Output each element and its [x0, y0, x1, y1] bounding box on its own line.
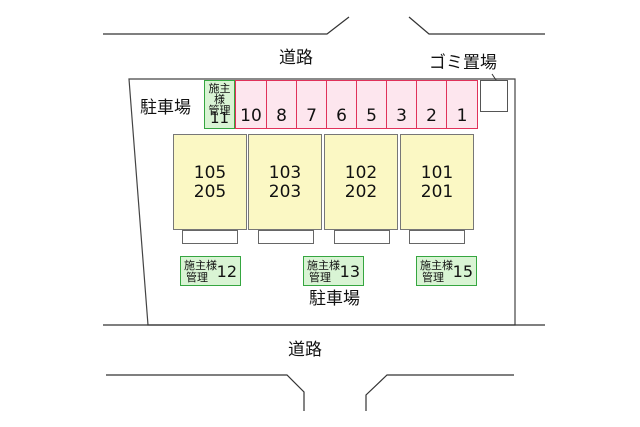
garbage-area — [480, 80, 508, 112]
parking-label-left: 駐車場 — [140, 98, 191, 118]
bottom-road-edge-right — [365, 374, 514, 411]
parking-slot-number: 8 — [276, 106, 287, 126]
parking-slot-number: 1 — [456, 106, 468, 126]
parking-slot: 8 — [266, 80, 297, 129]
owner-managed-lot-13: 施主様 管理 13 — [303, 256, 364, 286]
unit-room-upper: 102 — [344, 163, 378, 183]
parking-slot: 6 — [326, 80, 357, 129]
owner-lot-line1: 施主様 — [307, 259, 340, 272]
unit-room-lower: 201 — [420, 182, 454, 202]
owner-lot-number: 15 — [452, 262, 473, 281]
top-road-edge-left — [103, 16, 350, 35]
owner-lot-line2: 管理 — [422, 271, 444, 284]
top-road-edge-right — [408, 16, 545, 35]
unit-room-lower: 202 — [344, 182, 378, 202]
owner-lot-number: 12 — [216, 262, 237, 281]
parking-slot: 3 — [386, 80, 417, 129]
parking-label-bottom: 駐車場 — [309, 289, 360, 309]
parking-slot: 1 — [446, 80, 478, 129]
parking-slot: 7 — [296, 80, 327, 129]
parking-slot-number: 3 — [396, 106, 407, 126]
parking-slot-number: 2 — [426, 106, 437, 126]
building-unit: 101 201 — [400, 134, 474, 230]
parking-slot-number: 5 — [366, 106, 377, 126]
owner-lot-number: 13 — [339, 262, 360, 281]
building-unit: 105 205 — [173, 134, 247, 230]
owner-slot-line2: 様 — [214, 93, 225, 106]
unit-room-upper: 101 — [420, 163, 454, 183]
bottom-road-edge-left — [106, 374, 305, 411]
owner-lot-line2: 管理 — [186, 271, 208, 284]
top-road-label: 道路 — [279, 48, 313, 68]
bottom-road-label: 道路 — [288, 340, 322, 360]
parking-slot-number: 7 — [306, 106, 317, 126]
building-unit: 103 203 — [248, 134, 322, 230]
owner-managed-slot-11: 施主 様 管理 11 — [204, 80, 235, 129]
unit-room-upper: 103 — [268, 163, 302, 183]
unit-room-lower: 203 — [268, 182, 302, 202]
unit-porch — [334, 230, 390, 244]
owner-managed-lot-12: 施主様 管理 12 — [180, 256, 241, 286]
parking-slot: 2 — [416, 80, 447, 129]
owner-slot-number: 11 — [209, 109, 230, 127]
owner-slot-line3: 管理 — [208, 104, 231, 117]
owner-lot-line1: 施主様 — [184, 259, 217, 272]
unit-room-lower: 205 — [193, 182, 227, 202]
parking-slot: 5 — [356, 80, 387, 129]
unit-porch — [409, 230, 465, 244]
owner-slot-line1: 施主 — [208, 82, 231, 95]
parking-slot-number: 10 — [240, 106, 262, 126]
unit-room-upper: 105 — [193, 163, 227, 183]
owner-lot-line1: 施主様 — [420, 259, 453, 272]
unit-porch — [182, 230, 238, 244]
parking-slot-number: 6 — [336, 106, 347, 126]
garbage-label: ゴミ置場 — [429, 53, 497, 73]
unit-porch — [258, 230, 314, 244]
building-unit: 102 202 — [324, 134, 398, 230]
owner-managed-lot-15: 施主様 管理 15 — [416, 256, 477, 286]
parking-slot: 10 — [235, 80, 267, 129]
owner-lot-line2: 管理 — [309, 271, 331, 284]
